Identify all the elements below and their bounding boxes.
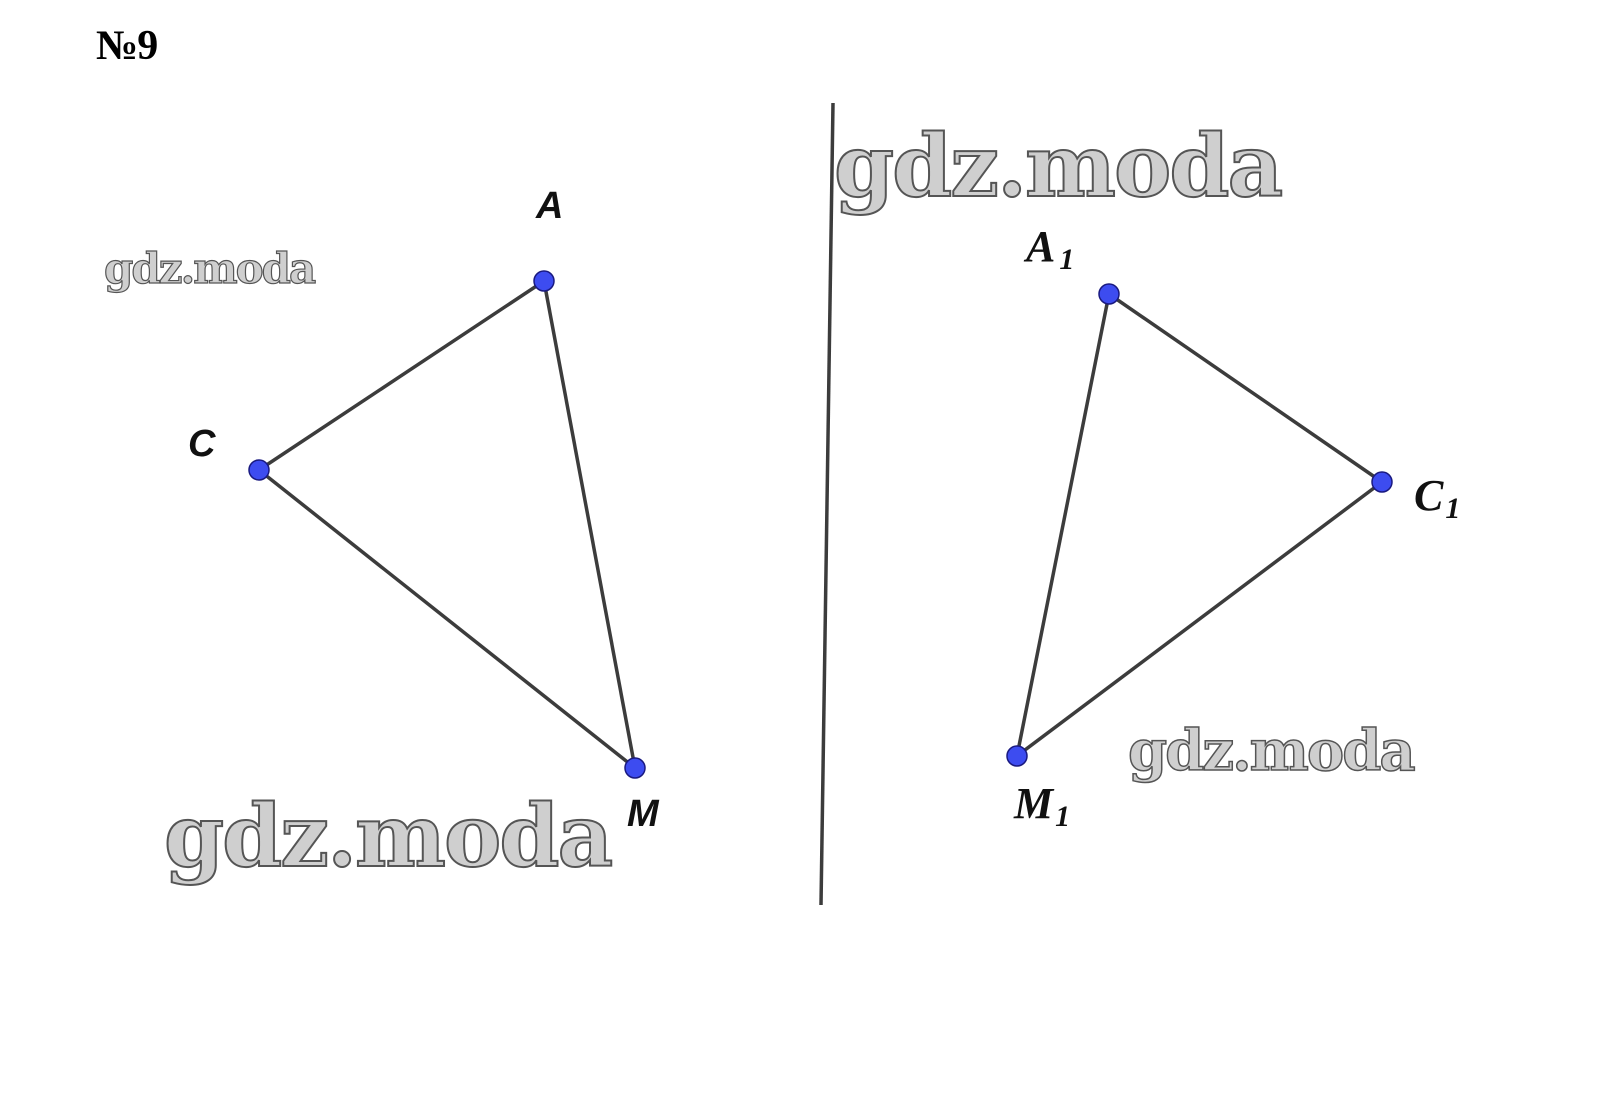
watermark-logo: gdz.moda	[833, 115, 1284, 218]
side-c1-m1	[1015, 480, 1384, 758]
mirror-axis-line	[819, 102, 835, 906]
point-c1	[1371, 471, 1393, 493]
watermark-logo: gdz.moda	[1127, 717, 1416, 785]
side-c-m	[257, 468, 637, 770]
side-a1-c1	[1108, 292, 1383, 484]
label-m: M	[627, 793, 660, 835]
point-m1	[1006, 745, 1028, 767]
label-m1-sub: 1	[1055, 800, 1070, 833]
label-a1-sub: 1	[1059, 243, 1074, 276]
label-c1-letter: C	[1414, 471, 1444, 520]
point-c	[248, 459, 270, 481]
point-a1	[1098, 283, 1120, 305]
problem-number: №9	[96, 23, 158, 69]
label-m1-letter: M	[1013, 779, 1055, 828]
side-a-m	[542, 280, 637, 769]
point-a	[533, 270, 555, 292]
side-a1-m1	[1015, 293, 1111, 757]
watermark-logo: gdz.moda	[103, 243, 316, 293]
side-a-c	[258, 279, 545, 472]
label-c1: C1	[1414, 471, 1460, 525]
point-m	[624, 757, 646, 779]
label-c1-sub: 1	[1445, 492, 1460, 525]
watermark-logo: gdz.moda	[163, 785, 614, 888]
label-m1: M1	[1013, 779, 1070, 833]
label-a1-letter: A	[1023, 222, 1055, 271]
label-a: A	[535, 185, 563, 227]
label-c: C	[188, 423, 216, 465]
